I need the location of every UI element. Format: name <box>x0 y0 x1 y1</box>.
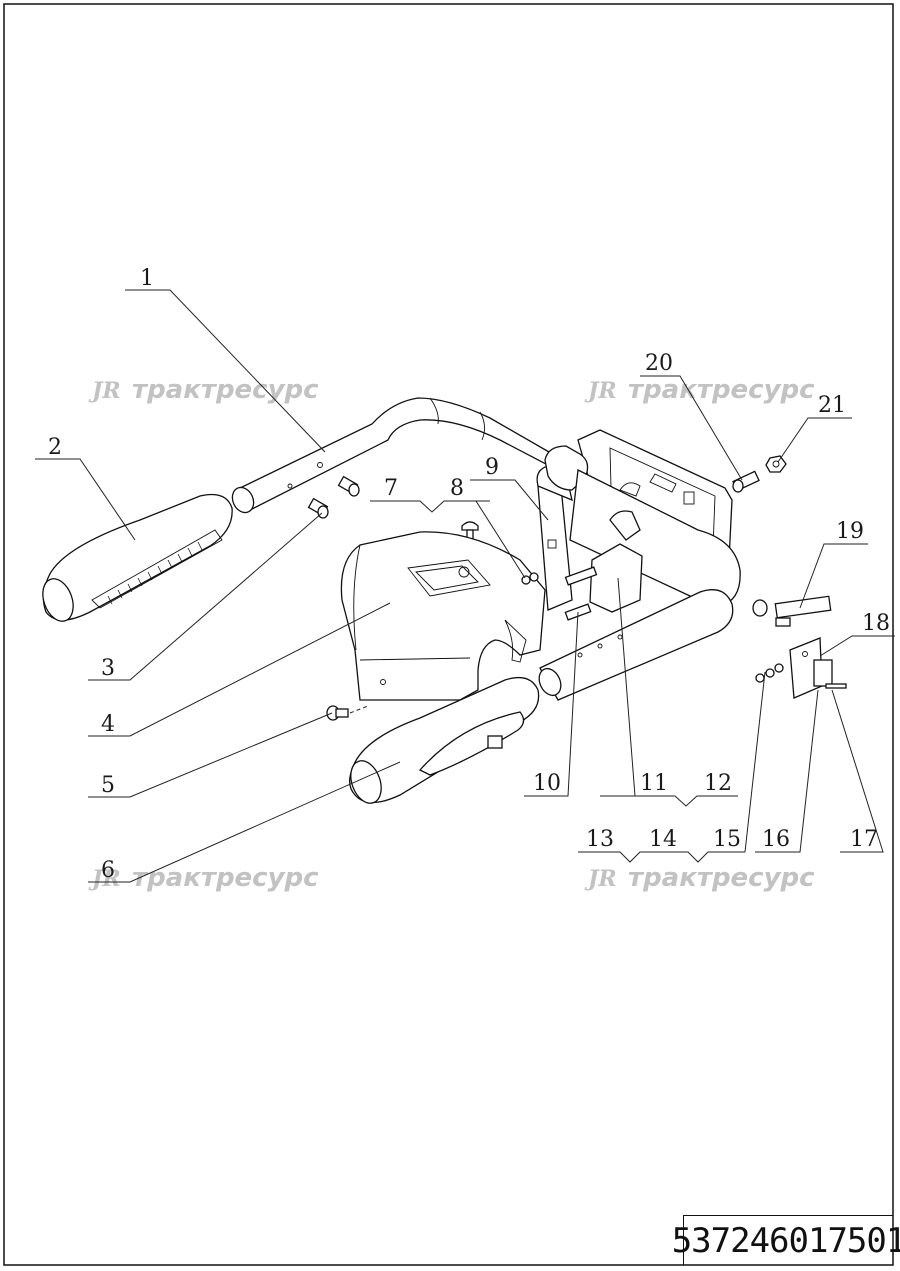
callout-15: 15 <box>713 827 741 852</box>
svg-text:JR: JR <box>584 378 617 404</box>
callout-7: 7 <box>384 476 398 501</box>
callout-9: 9 <box>485 455 499 480</box>
svg-text:JR: JR <box>88 866 121 892</box>
callout-2: 2 <box>48 435 62 460</box>
watermark-bottom-left: JR трактресурс <box>88 863 319 893</box>
callout-8: 8 <box>450 476 464 501</box>
part-frame-assembly <box>544 429 741 607</box>
svg-text:трактресурс: трактресурс <box>628 375 815 405</box>
part-7-screw <box>337 475 360 497</box>
callout-20: 20 <box>645 351 673 376</box>
callout-labels: 1 2 3 4 5 6 7 8 9 10 11 12 13 14 15 16 1… <box>48 266 890 883</box>
part-6-right-grip <box>348 676 540 804</box>
callout-12: 12 <box>704 771 732 796</box>
svg-text:JR: JR <box>584 866 617 892</box>
svg-text:трактресурс: трактресурс <box>628 863 815 893</box>
callout-17: 17 <box>850 827 878 852</box>
svg-text:JR: JR <box>88 378 121 404</box>
part-19-pin <box>752 595 832 627</box>
part-10-12-clamp-assembly <box>521 510 734 701</box>
document-number-box: 537246017501 <box>672 1215 900 1265</box>
part-bolt-center <box>461 521 479 541</box>
part-4-console-housing <box>340 531 546 701</box>
leader-lines <box>35 289 895 883</box>
part-1-handle-tube <box>231 397 567 514</box>
part-2-left-grip <box>42 493 233 622</box>
callout-5: 5 <box>101 773 115 798</box>
callout-4: 4 <box>101 712 115 737</box>
callout-16: 16 <box>762 827 790 852</box>
watermark-top-left: JR трактресурс <box>88 375 319 405</box>
callout-11: 11 <box>640 771 668 796</box>
callout-19: 19 <box>836 519 864 544</box>
part-21-nut <box>765 455 787 473</box>
drawing-frame <box>3 3 894 1266</box>
document-number: 537246017501 <box>671 1220 900 1261</box>
callout-13: 13 <box>586 827 614 852</box>
part-13-18-sensor-bracket <box>755 637 847 699</box>
callout-10: 10 <box>533 771 561 796</box>
svg-text:трактресурс: трактресурс <box>132 375 319 405</box>
callout-3: 3 <box>101 656 115 681</box>
callout-21: 21 <box>818 393 846 418</box>
svg-text:трактресурс: трактресурс <box>132 863 319 893</box>
callout-1: 1 <box>140 266 154 291</box>
part-3-screw <box>307 497 329 519</box>
part-20-bolt <box>732 470 760 493</box>
part-5-bolt <box>326 705 369 721</box>
watermark-top-right: JR трактресурс <box>584 375 815 405</box>
callout-6: 6 <box>101 858 115 883</box>
callout-18: 18 <box>862 611 890 636</box>
callout-14: 14 <box>649 827 677 852</box>
watermark-bottom-right: JR трактресурс <box>584 863 815 893</box>
